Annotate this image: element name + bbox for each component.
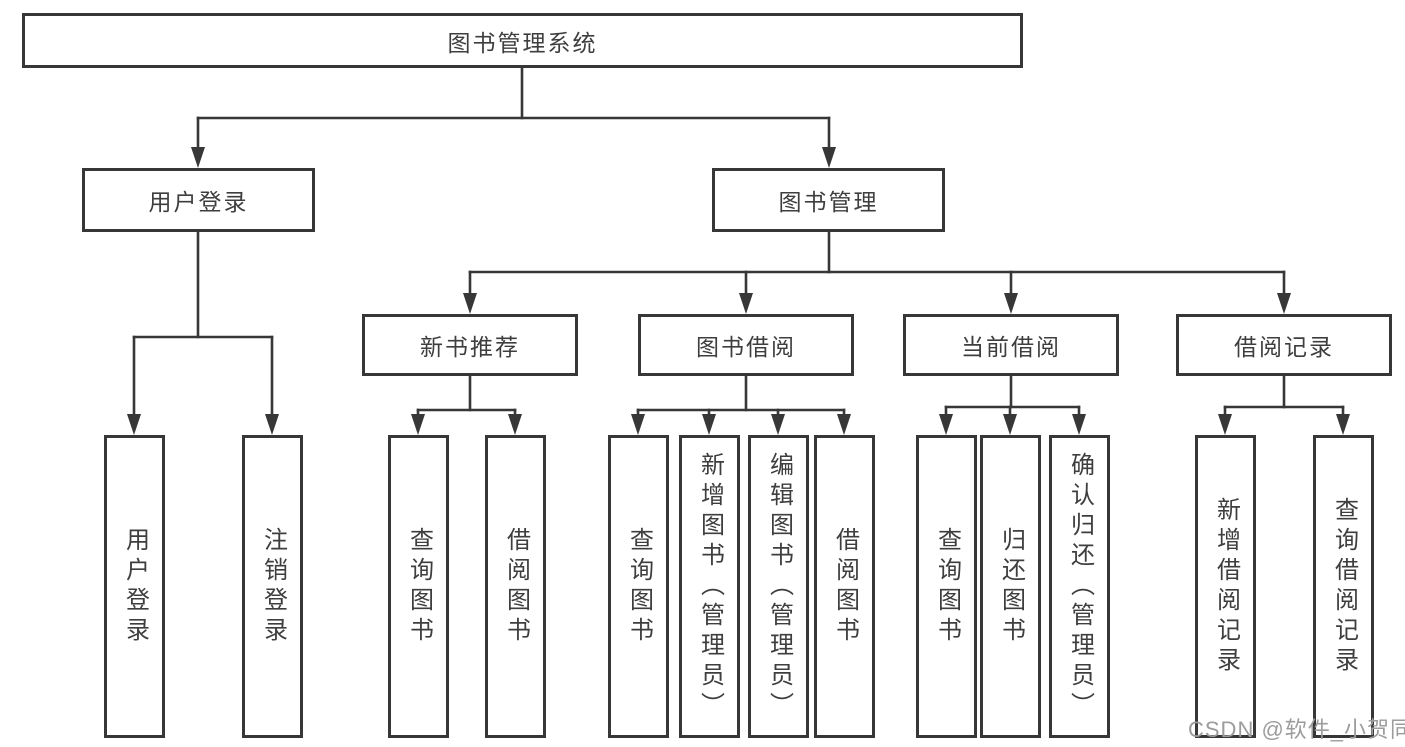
arrowhead-icon [1003, 414, 1017, 435]
leaf-query-books: 查询图书 [916, 435, 977, 738]
leaf-edit-books-admin: 编辑图书（管理员） [748, 435, 809, 738]
node-label: 查询图书 [405, 526, 433, 647]
node-label: 当前借阅 [961, 334, 1061, 360]
node-book-management: 图书管理 [712, 168, 945, 232]
arrowhead-icon [508, 414, 522, 435]
leaf-query-books: 查询图书 [608, 435, 669, 738]
arrowhead-icon [1004, 293, 1018, 314]
leaf-query-borrow-record: 查询借阅记录 [1313, 435, 1374, 738]
arrowhead-icon [1277, 293, 1291, 314]
node-user-login: 用户登录 [82, 168, 315, 232]
node-label: 确认归还（管理员） [1066, 451, 1094, 722]
node-label: 查询借阅记录 [1330, 496, 1358, 677]
node-label: 图书管理 [778, 189, 879, 215]
arrowhead-icon [771, 414, 785, 435]
arrowhead-icon [1218, 414, 1232, 435]
node-label: 注销登录 [259, 526, 287, 647]
node-label: 查询图书 [625, 526, 653, 647]
arrowhead-icon [463, 293, 477, 314]
node-label: 用户登录 [121, 526, 149, 647]
node-borrowing-records: 借阅记录 [1176, 314, 1392, 376]
leaf-logout: 注销登录 [242, 435, 303, 738]
arrowhead-icon [822, 147, 836, 168]
leaf-query-books: 查询图书 [388, 435, 449, 738]
csdn-watermark: CSDN @软件_小贺同学 [1188, 717, 1405, 742]
arrowhead-icon [265, 414, 279, 435]
arrowhead-icon [739, 293, 753, 314]
node-label: 归还图书 [997, 526, 1025, 647]
leaf-borrow-books: 借阅图书 [814, 435, 875, 738]
arrowhead-icon [939, 414, 953, 435]
arrowhead-icon [1072, 414, 1086, 435]
leaf-user-login: 用户登录 [104, 435, 165, 738]
arrowhead-icon [837, 414, 851, 435]
node-label: 图书借阅 [696, 334, 796, 360]
arrowhead-icon [411, 414, 425, 435]
leaf-confirm-return-admin: 确认归还（管理员） [1049, 435, 1110, 738]
arrowhead-icon [127, 414, 141, 435]
arrowhead-icon [631, 414, 645, 435]
arrowhead-icon [702, 414, 716, 435]
leaf-borrow-books: 借阅图书 [485, 435, 546, 738]
arrowhead-icon [191, 147, 205, 168]
node-label: 编辑图书（管理员） [765, 451, 793, 722]
node-label: 借阅图书 [502, 526, 530, 647]
node-library-management-system: 图书管理系统 [22, 13, 1023, 68]
node-label: 借阅记录 [1234, 334, 1334, 360]
node-label: 用户登录 [148, 189, 249, 215]
node-current-borrowing: 当前借阅 [903, 314, 1119, 376]
node-label: 新增图书（管理员） [696, 451, 724, 722]
node-new-book-recommend: 新书推荐 [362, 314, 578, 376]
leaf-add-books-admin: 新增图书（管理员） [679, 435, 740, 738]
node-label: 新书推荐 [420, 334, 520, 360]
node-label: 查询图书 [933, 526, 961, 647]
node-label: 新增借阅记录 [1212, 496, 1240, 677]
node-book-borrowing: 图书借阅 [638, 314, 854, 376]
leaf-add-borrow-record: 新增借阅记录 [1195, 435, 1256, 738]
arrowhead-icon [1336, 414, 1350, 435]
node-label: 借阅图书 [831, 526, 859, 647]
leaf-return-books: 归还图书 [980, 435, 1041, 738]
node-label: 图书管理系统 [447, 29, 598, 56]
